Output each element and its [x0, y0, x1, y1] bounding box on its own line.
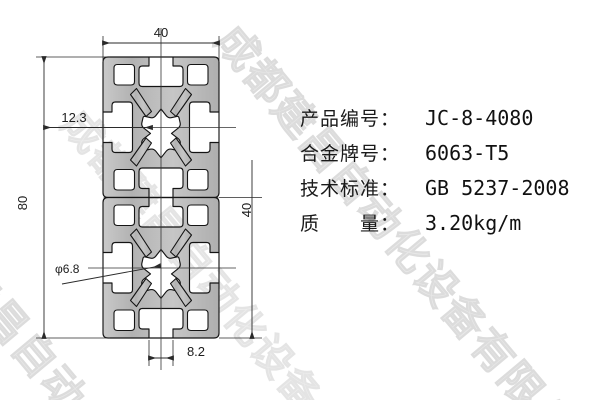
spec-value-weight: 3.20kg/m [425, 211, 522, 235]
dimension-slot-8-2: 8.2 [148, 340, 205, 366]
dimension-label-module: 40 [239, 203, 254, 217]
specification-panel: 产品编号： JC-8-4080 合金牌号： 6063-T5 技术标准： GB 5… [300, 104, 590, 244]
spec-label-alloy-grade: 合金牌号： [300, 143, 401, 165]
spec-label-product-code: 产品编号： [300, 108, 401, 130]
spec-value-alloy-grade: 6063-T5 [425, 141, 510, 165]
spec-value-product-code: JC-8-4080 [425, 106, 534, 130]
dimension-label-bore: φ6.8 [55, 262, 80, 276]
dimension-label-offset: 12.3 [61, 110, 86, 125]
spec-row-product-code: 产品编号： JC-8-4080 [300, 104, 590, 139]
dimension-bore-6-8: φ6.8 [55, 262, 162, 285]
dimension-module-40: 40 [219, 160, 262, 339]
spec-row-alloy-grade: 合金牌号： 6063-T5 [300, 139, 590, 174]
dimension-label-slot: 8.2 [187, 344, 205, 359]
dimension-label-width: 40 [154, 25, 168, 40]
dimension-offset-12-3: 12.3 [43, 110, 153, 131]
spec-row-standard: 技术标准： GB 5237-2008 [300, 174, 590, 209]
dimension-label-height: 80 [15, 196, 30, 210]
spec-row-weight: 质 量： 3.20kg/m [300, 209, 590, 244]
spec-label-standard: 技术标准： [300, 178, 401, 200]
dimension-height-80: 80 [15, 56, 110, 339]
spec-label-weight: 质 量： [300, 213, 401, 235]
spec-value-standard: GB 5237-2008 [425, 176, 570, 200]
dimension-width-40: 40 [102, 25, 220, 62]
